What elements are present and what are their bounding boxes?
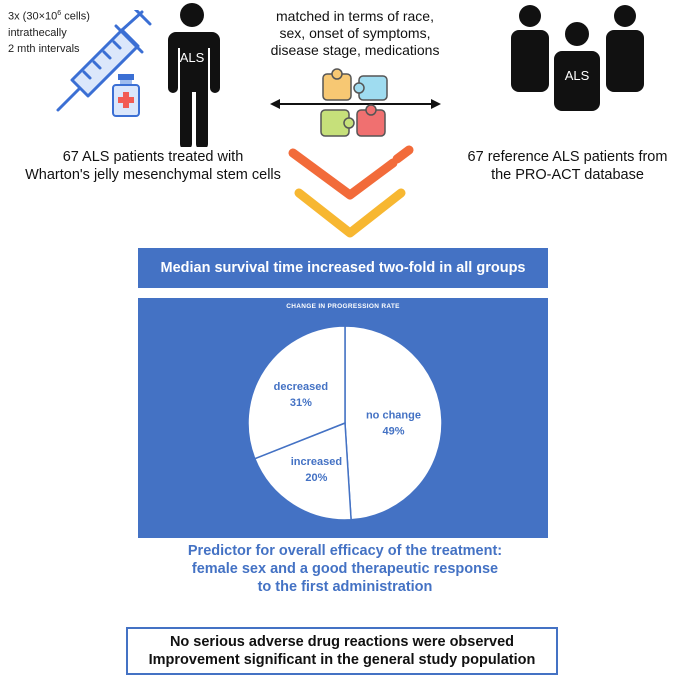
reference-group-caption: 67 reference ALS patients from the PRO-A… bbox=[467, 149, 668, 183]
progression-rate-chart: CHANGE IN PROGRESSION RATE no change 49% i… bbox=[138, 298, 548, 538]
syringe-icon bbox=[56, 10, 152, 112]
pie-slice-label: decreased bbox=[274, 381, 328, 393]
predictor-statement: Predictor for overall efficacy of the tr… bbox=[187, 543, 503, 595]
pie-slice-value: 49% bbox=[382, 425, 404, 437]
matching-criteria: matched in terms of race, sex, onset of … bbox=[270, 8, 440, 58]
pie-slice-decreased bbox=[247, 325, 346, 460]
results-box: No serious adverse drug reactions were o… bbox=[126, 627, 558, 675]
treated-figure-label: ALS bbox=[180, 50, 205, 65]
reference-group-icon: ALS bbox=[511, 5, 644, 112]
chevron-down-icon bbox=[288, 145, 414, 238]
dose-line-3: 2 mth intervals bbox=[8, 42, 80, 55]
pie-slice-no-change bbox=[344, 325, 443, 521]
pie-chart: no change 49% increased 20% decreased 31% bbox=[247, 325, 443, 521]
dose-regimen: 3x (30×106 cells) intrathecally 2 mth in… bbox=[8, 6, 90, 57]
pie-slice-value: 31% bbox=[290, 397, 312, 409]
dose-line-2: intrathecally bbox=[8, 26, 67, 39]
pie-slice-value: 20% bbox=[305, 472, 327, 484]
pie-slice-increased bbox=[253, 421, 352, 521]
dose-line-1: 3x (30×106 cells) bbox=[8, 10, 90, 23]
treated-group-caption: 67 ALS patients treated with Wharton's j… bbox=[25, 149, 281, 183]
pie-slice-label: increased bbox=[291, 456, 342, 468]
result-line-1: No serious adverse drug reactions were o… bbox=[169, 634, 515, 650]
reference-figure-label: ALS bbox=[565, 68, 590, 83]
pie-slice-label: no change bbox=[366, 409, 421, 421]
chart-title: CHANGE IN PROGRESSION RATE bbox=[286, 303, 400, 310]
vial-icon bbox=[112, 74, 140, 117]
treated-patient-icon: ALS bbox=[168, 3, 220, 147]
result-line-2: Improvement significant in the general s… bbox=[148, 652, 536, 668]
matching-arrow-puzzle-icon bbox=[270, 68, 441, 137]
survival-banner: Median survival time increased two-fold … bbox=[138, 248, 548, 288]
